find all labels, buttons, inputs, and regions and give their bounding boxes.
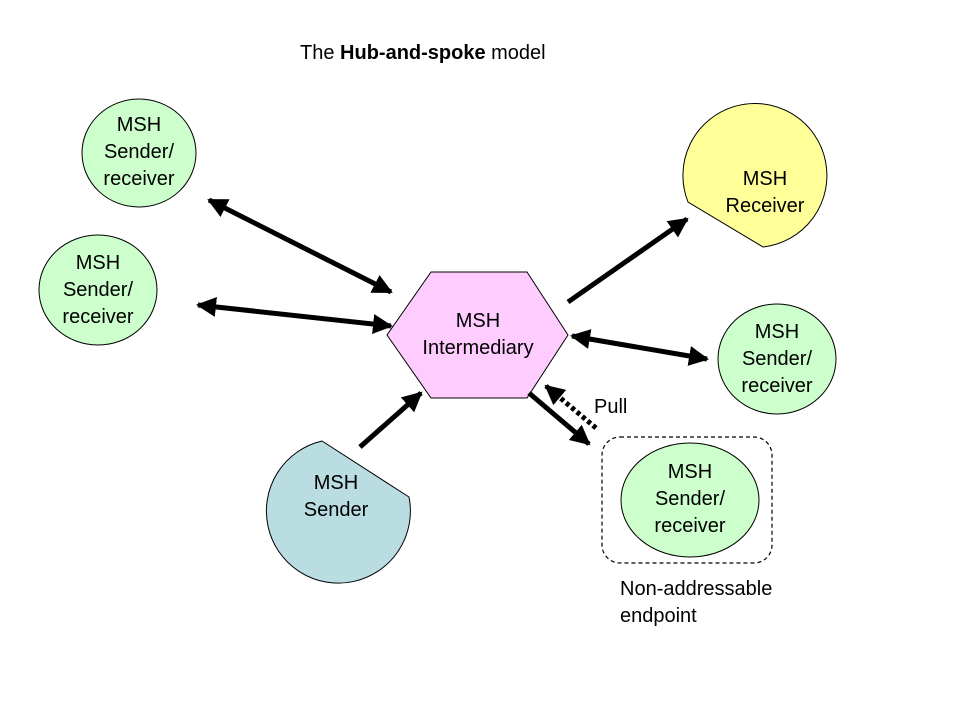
node-non-addressable-label: MSH Sender/ receiver: [654, 461, 726, 537]
node-non-addressable-shape: [620, 442, 760, 558]
hub-shape: [386, 271, 569, 399]
node-receiver-shape: [682, 102, 828, 248]
node-left-mid-label: MSH Sender/ receiver: [62, 252, 134, 328]
arrow-hub-to-non-addressable: [527, 391, 591, 446]
arrow-sender-to-hub: [358, 391, 423, 449]
pull-label: Pull: [594, 396, 628, 418]
hub-label: MSH Intermediary: [422, 310, 534, 359]
arrow-left-mid: [196, 297, 393, 334]
node-sender-label: MSH Sender: [303, 472, 369, 521]
node-left-top-shape: [81, 98, 197, 208]
node-right-mid-shape: [717, 303, 837, 415]
node-right-mid-label: MSH Sender/ receiver: [741, 321, 813, 397]
arrow-right-mid: [570, 329, 709, 366]
non-addressable-caption: Non-addressable endpoint: [620, 578, 773, 627]
arrow-left-top: [207, 197, 393, 295]
node-sender-shape: [265, 440, 411, 584]
node-left-mid-shape: [38, 234, 158, 346]
arrow-hub-to-receiver: [566, 216, 689, 305]
node-receiver-label: MSH Receiver: [725, 168, 805, 217]
arrow-pull: [544, 384, 598, 430]
non-addressable-boundary: [601, 436, 773, 564]
node-left-top-label: MSH Sender/ receiver: [103, 114, 175, 190]
diagram-title: The Hub-and-spoke model: [300, 42, 546, 64]
